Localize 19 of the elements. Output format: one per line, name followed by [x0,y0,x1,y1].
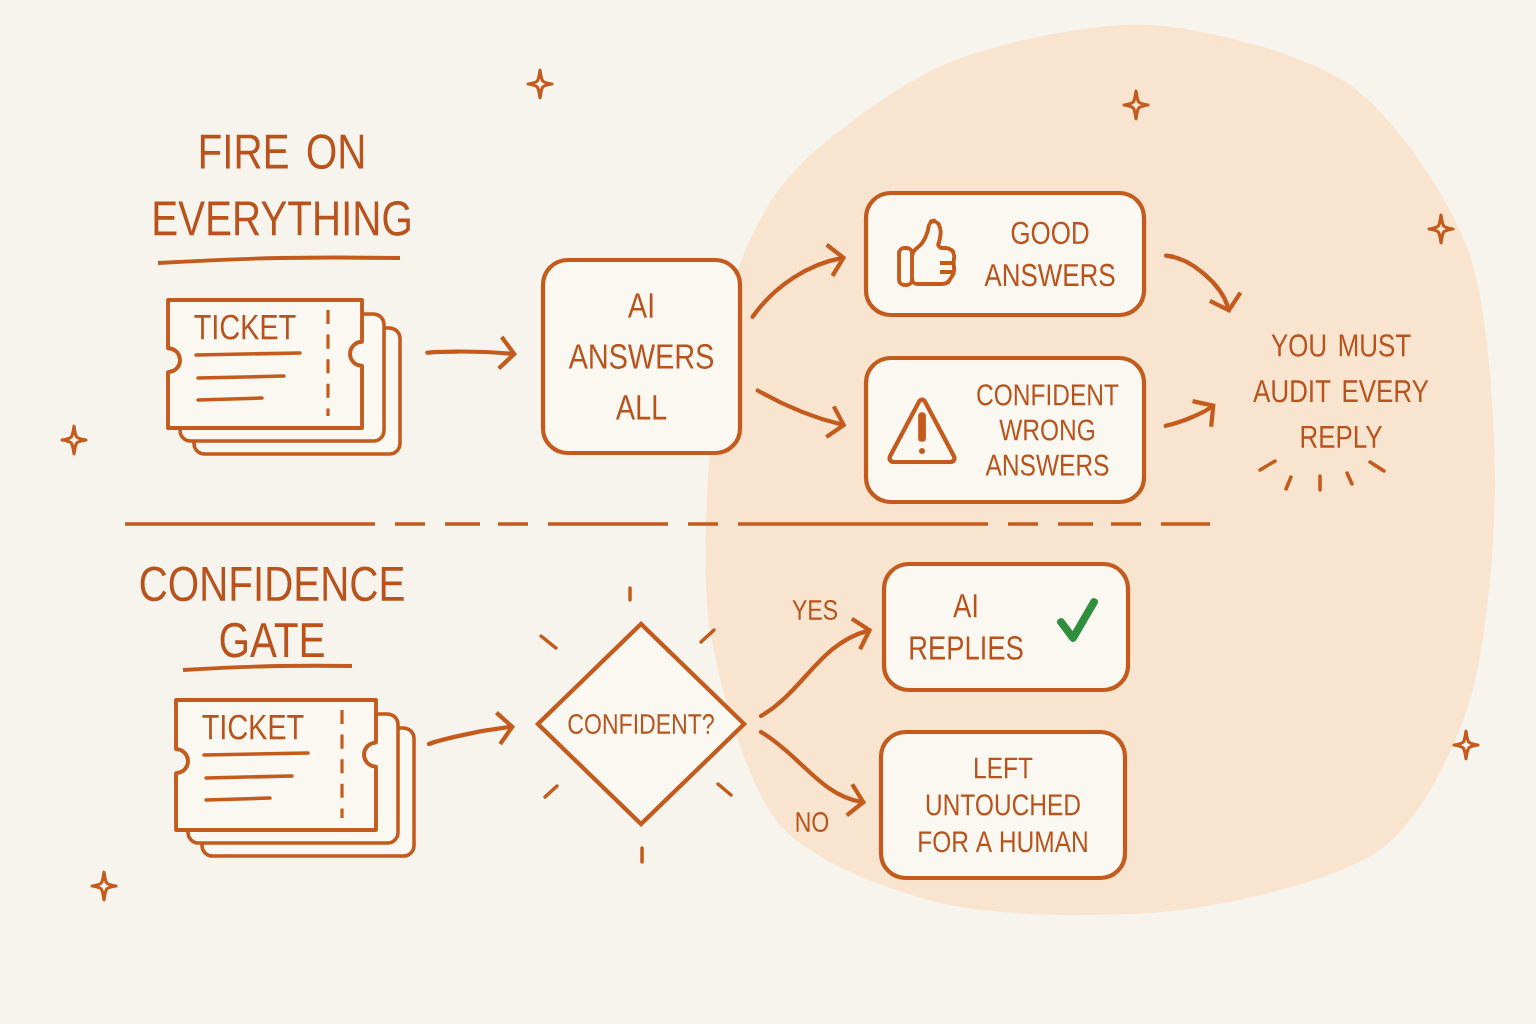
arrow [758,616,873,719]
text-box: AI ANSWERS ALL [540,257,743,456]
callout-text: YOU MUST AUDIT EVERY REPLY [1253,334,1429,448]
arrow [758,729,867,818]
text-box: GOOD ANSWERS [863,190,1147,318]
ticket-card: TICKET [166,298,364,430]
text-box: AI REPLIES [881,561,1131,693]
text-box: CONFIDENT WRONG ANSWERS [863,355,1147,505]
heading: CONFIDENCE GATE [140,566,404,658]
heading: FIRE ON EVERYTHING [154,134,410,236]
arrow [750,243,847,319]
text-box: LEFT UNTOUCHED FOR A HUMAN [878,729,1128,881]
edge-label: YES [792,600,838,620]
arrow [755,388,847,439]
arrow [425,335,517,370]
ticket-card: TICKET [174,698,378,832]
arrow [1163,253,1243,314]
edge-label: NO [796,812,829,832]
arrow [426,711,516,747]
